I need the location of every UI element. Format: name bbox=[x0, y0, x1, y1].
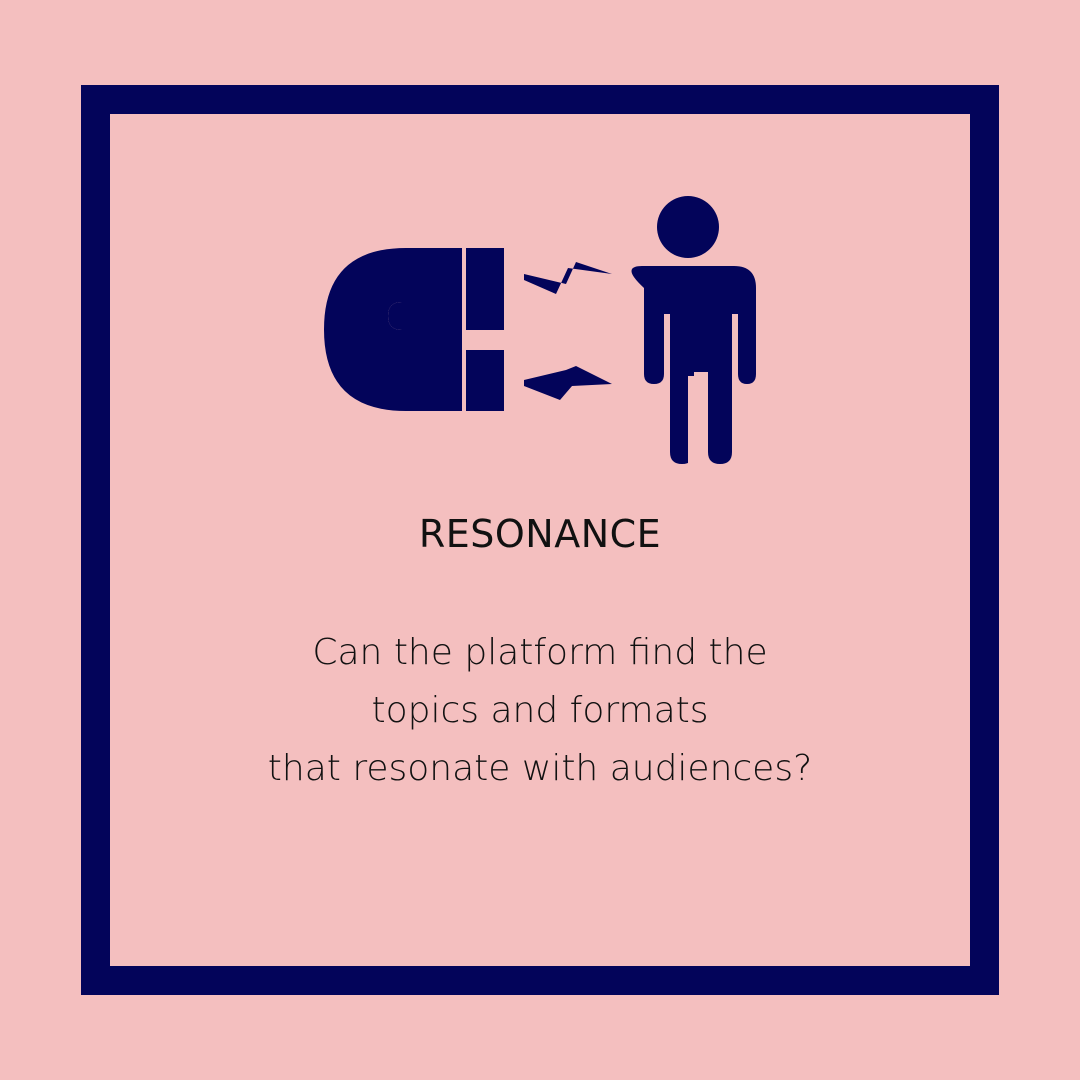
lightning-bolt-icon bbox=[524, 262, 612, 294]
resonance-illustration bbox=[320, 190, 760, 470]
person-icon bbox=[631, 196, 756, 466]
lightning-bolt-icon bbox=[524, 366, 612, 400]
body-line-2: topics and formats bbox=[371, 690, 709, 731]
body-text: Can the platform find the topics and for… bbox=[0, 624, 1080, 798]
card-frame bbox=[81, 85, 999, 995]
page-title: RESONANCE bbox=[418, 512, 662, 556]
body-line-3: that resonate with audiences? bbox=[267, 748, 813, 789]
body-line-1: Can the platform find the bbox=[312, 632, 768, 673]
magnet-icon bbox=[324, 248, 506, 411]
